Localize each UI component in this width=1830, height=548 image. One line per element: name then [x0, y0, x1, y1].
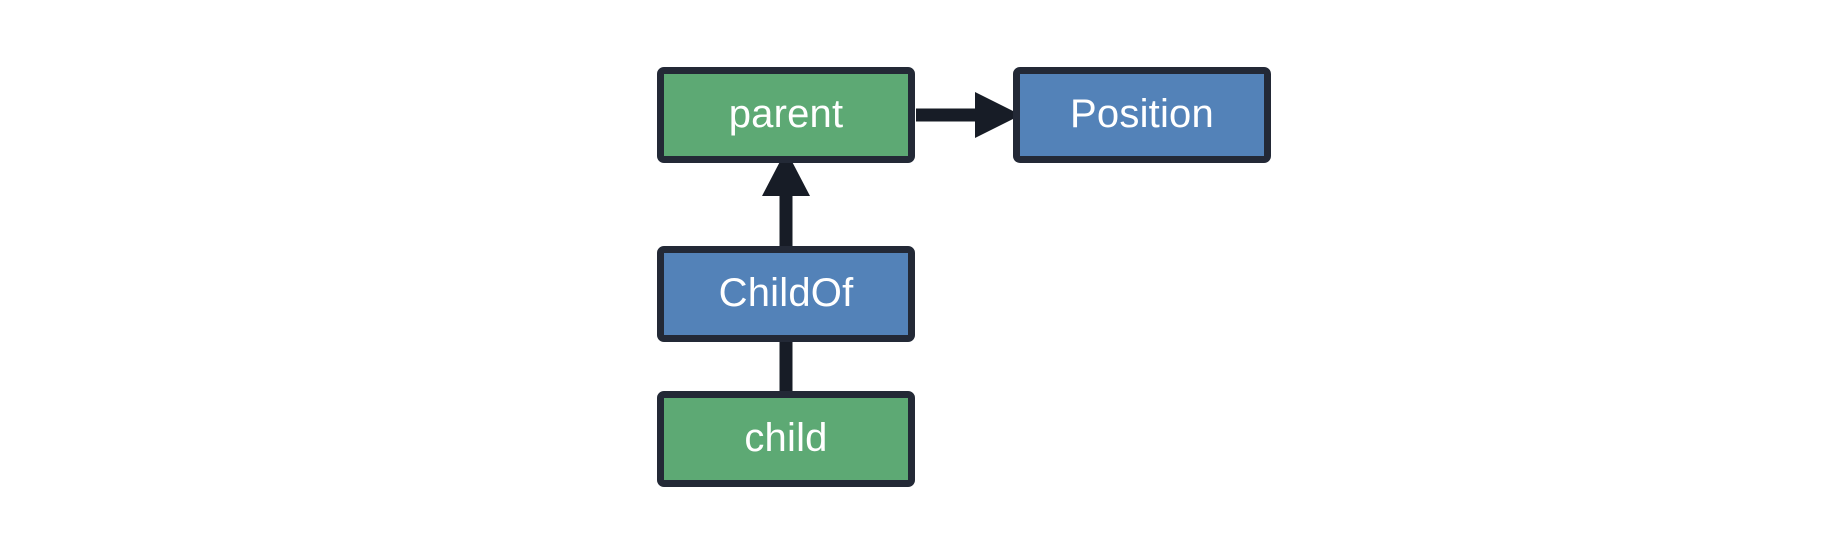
node-position-label: Position — [1070, 92, 1214, 136]
node-position[interactable]: Position — [1013, 67, 1271, 163]
node-childof-label: ChildOf — [718, 271, 854, 315]
node-childof[interactable]: ChildOf — [657, 246, 915, 342]
node-parent-label: parent — [728, 92, 844, 136]
edge-childof-to-parent — [762, 150, 810, 246]
node-child-label: child — [744, 416, 828, 460]
node-parent[interactable]: parent — [657, 67, 915, 163]
node-child[interactable]: child — [657, 391, 915, 487]
edge-parent-to-position — [916, 92, 1021, 138]
